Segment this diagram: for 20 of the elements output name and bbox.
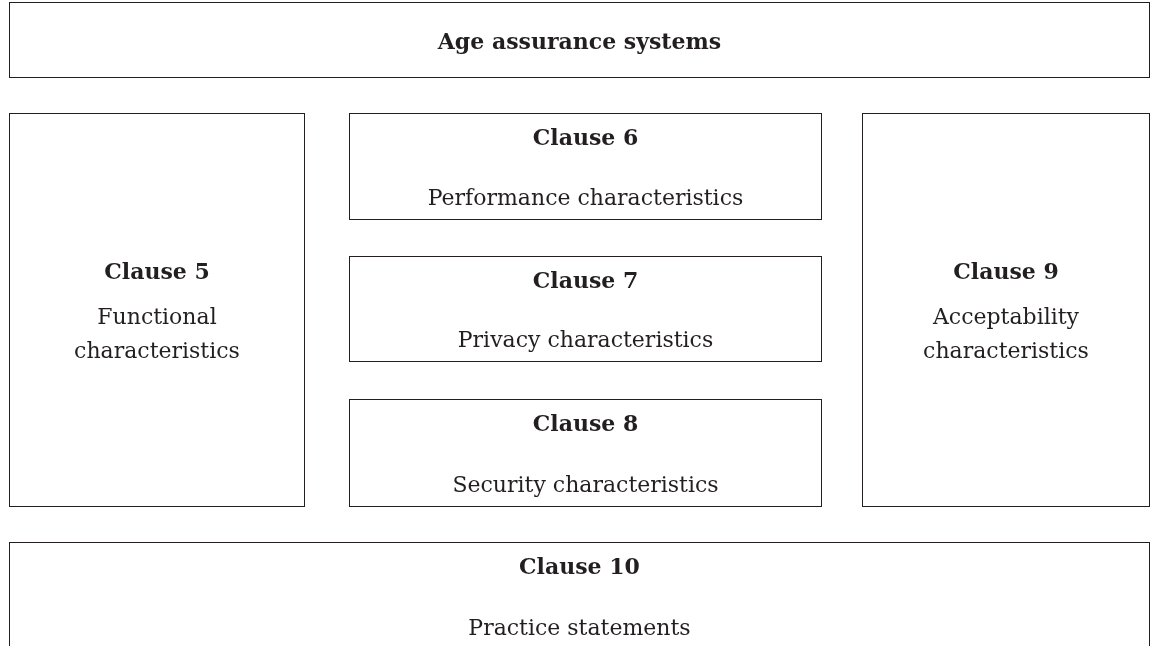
clause-description: Security characteristics <box>452 471 719 499</box>
clause-box <box>9 113 305 507</box>
clause-heading: Clause 7 <box>532 266 639 295</box>
clause-heading: Clause 5 <box>104 257 210 286</box>
clause-box <box>862 113 1150 507</box>
clause-description: Privacy characteristics <box>457 326 714 354</box>
clause-heading: Clause 6 <box>532 123 639 152</box>
clause-description: Practice statements <box>468 614 691 642</box>
clause-description: Acceptability characteristics <box>922 303 1090 365</box>
clause-box <box>349 113 822 220</box>
clause-description: Performance characteristics <box>427 184 744 212</box>
clause-heading: Clause 10 <box>519 552 640 581</box>
clause-description: Functional characteristics <box>73 303 241 365</box>
clause-box <box>349 399 822 507</box>
clause-box <box>349 256 822 362</box>
clause-heading: Clause 9 <box>953 257 1059 286</box>
title-text: Age assurance systems <box>437 27 722 56</box>
clause-box <box>9 542 1150 646</box>
title-box <box>9 2 1150 78</box>
clause-heading: Clause 8 <box>532 409 639 438</box>
